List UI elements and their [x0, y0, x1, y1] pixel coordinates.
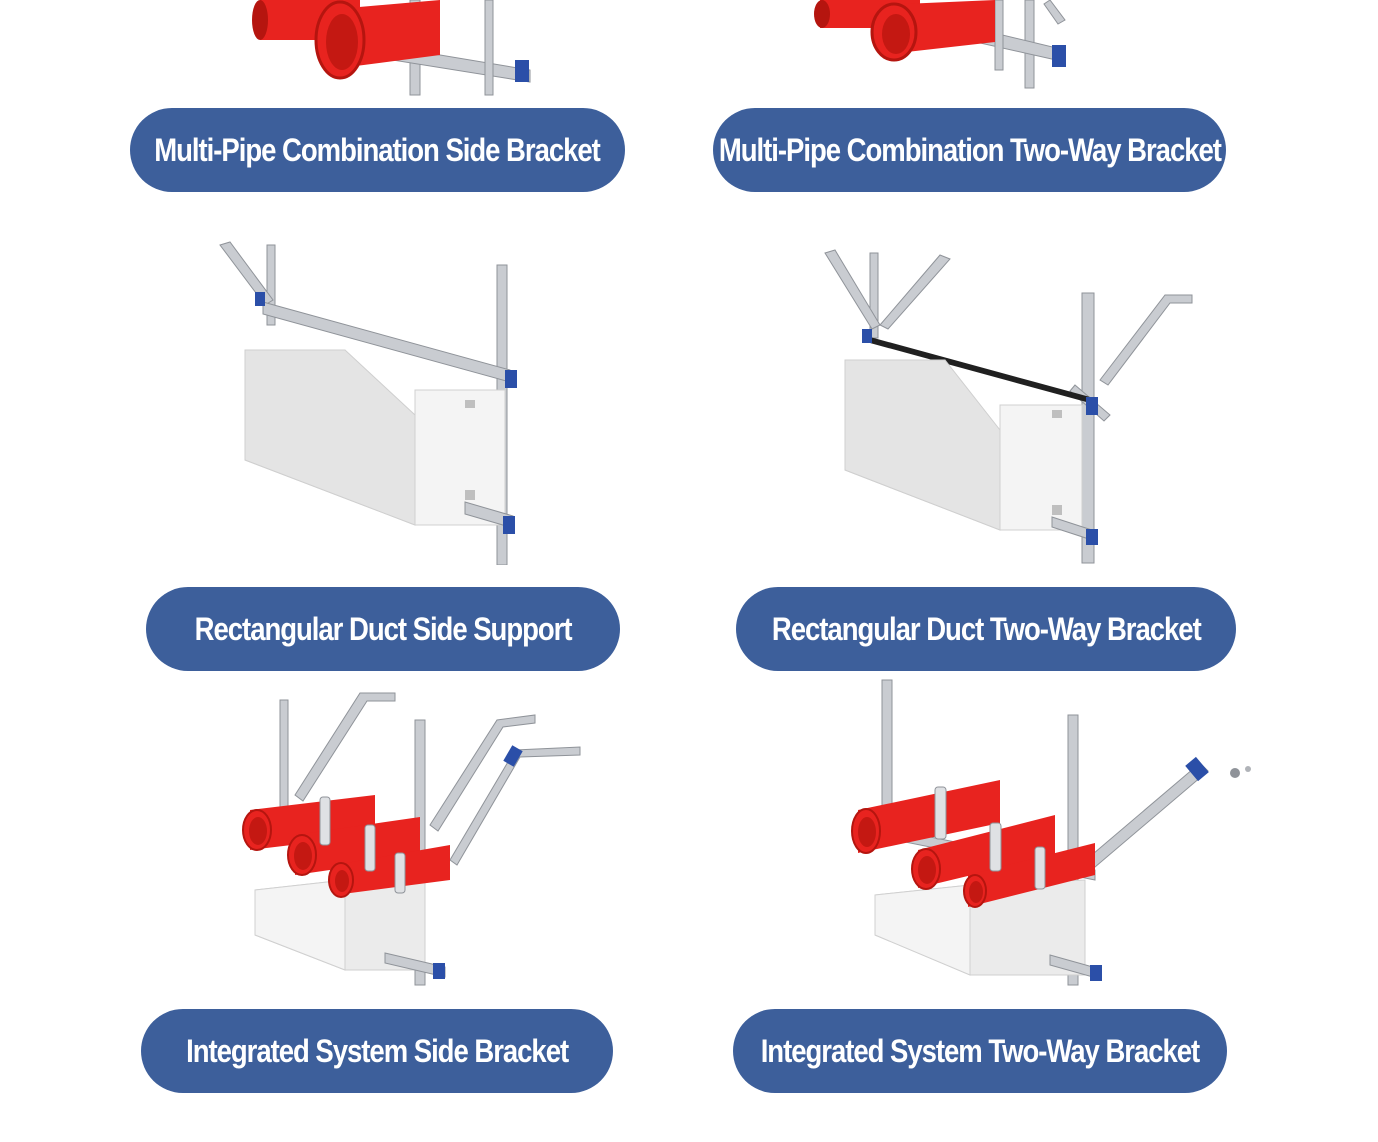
product-label-multi-pipe-two-way: Multi-Pipe Combination Two-Way Bracket	[713, 108, 1226, 192]
integrated-system-side-bracket-image	[242, 692, 581, 986]
product-label-duct-side: Rectangular Duct Side Support	[146, 587, 620, 671]
product-label-duct-two-way: Rectangular Duct Two-Way Bracket	[736, 587, 1236, 671]
product-label-integrated-two-way: Integrated System Two-Way Bracket	[733, 1009, 1227, 1093]
multi-pipe-side-bracket-image	[252, 0, 531, 96]
multi-pipe-two-way-bracket-image	[814, 0, 1066, 89]
product-label-integrated-side: Integrated System Side Bracket	[141, 1009, 613, 1093]
rectangular-duct-two-way-bracket-image	[824, 249, 1193, 564]
rectangular-duct-side-support-image	[219, 241, 517, 565]
product-label-multi-pipe-side: Multi-Pipe Combination Side Bracket	[130, 108, 625, 192]
integrated-system-two-way-bracket-image	[851, 679, 1251, 986]
